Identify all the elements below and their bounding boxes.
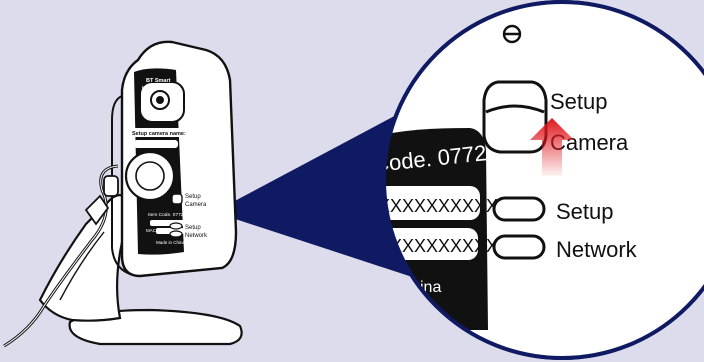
- item-code-small: Item Code. 077232: [148, 212, 189, 218]
- zoom-setup-camera-line1: Setup: [550, 89, 608, 114]
- zoom-x-row-1: XXXXXXXXXXX: [378, 196, 510, 216]
- setup-camera-name-label: Setup camera name:: [132, 131, 186, 137]
- small-setup-network-1: Setup: [185, 225, 201, 231]
- reset-screw-icon-zoom: [502, 24, 522, 44]
- brand-line-2: Home Ca: [142, 86, 167, 92]
- small-setup-network-2: Network: [185, 233, 208, 239]
- setup-camera-button-icon: [482, 80, 548, 154]
- made-in-label: Made in China: [156, 240, 186, 245]
- mac-label: MAC: [146, 228, 157, 233]
- zoom-setup-network-line2: Network: [556, 237, 638, 262]
- setup-network-button-icon: [492, 196, 546, 222]
- small-setup-camera-1: Setup: [185, 194, 201, 200]
- press-arrow-icon: [530, 118, 574, 176]
- brand-line-1: BT Smart: [146, 78, 171, 84]
- setup-network-button-icon-2: [492, 234, 546, 260]
- zoom-x-row-2: XXXXXXXXXXX: [378, 236, 510, 256]
- small-setup-camera-2: Camera: [185, 202, 207, 208]
- zoom-setup-network-line1: Setup: [556, 199, 614, 224]
